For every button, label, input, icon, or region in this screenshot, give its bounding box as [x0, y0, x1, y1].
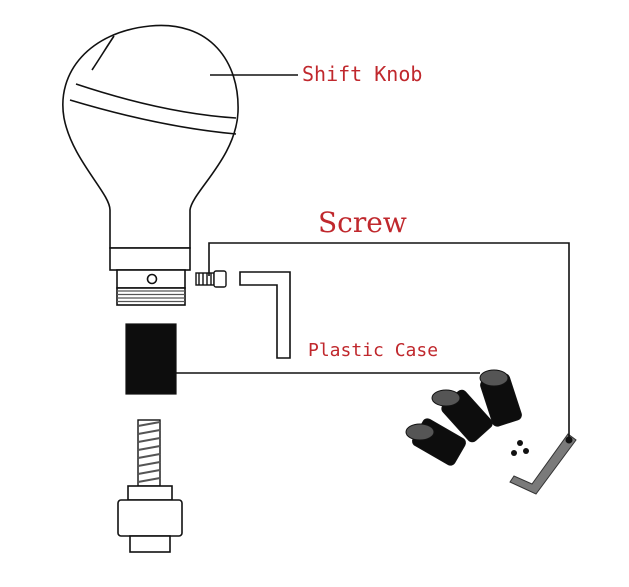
screw-leader-dot [565, 436, 573, 444]
spare-plastic-case-end [405, 423, 435, 441]
shift-knob-ball [62, 24, 239, 249]
spare-plastic-cases [405, 369, 522, 466]
screw-leader-line [208, 242, 570, 440]
shift-knob-neck-ring [109, 247, 191, 271]
shifter-base [117, 485, 183, 553]
shift-knob-stripe [69, 99, 237, 135]
collar-thread-lines [117, 290, 185, 303]
spare-screw [511, 450, 517, 456]
leader-lines [176, 74, 570, 440]
set-screw [195, 270, 227, 288]
spare-allen-key [509, 433, 577, 495]
shift-knob [62, 24, 239, 306]
shift-knob-label: Shift Knob [302, 62, 422, 86]
threaded-rod [137, 419, 161, 487]
set-screw-head [213, 270, 227, 288]
spare-screw [523, 448, 529, 454]
shift-knob-stripe [75, 83, 237, 119]
spare-screws [511, 440, 529, 456]
screw-label: Screw [318, 206, 407, 239]
shift-knob-stripe [91, 35, 115, 71]
collar-screw-hole [146, 273, 158, 285]
plastic-case-adapter [125, 323, 177, 395]
allen-key [239, 271, 291, 359]
spare-plastic-case-end [479, 369, 509, 387]
plastic-case-label: Plastic Case [308, 340, 438, 361]
spare-screw [517, 440, 523, 446]
shift-knob-threaded-base [116, 287, 186, 306]
spare-plastic-case-end [431, 389, 461, 407]
